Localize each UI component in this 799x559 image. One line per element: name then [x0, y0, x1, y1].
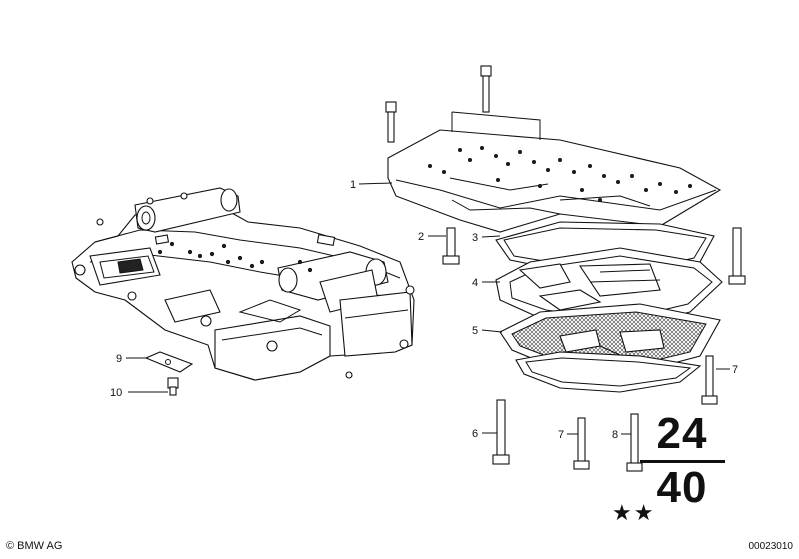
long-bolt-top[interactable] — [480, 65, 492, 113]
callout-9: 9 — [116, 353, 122, 365]
callout-8: 8 — [612, 429, 618, 441]
bolt-top-left[interactable] — [385, 101, 397, 143]
lower-gasket[interactable] — [515, 351, 702, 393]
group-number-divider — [640, 460, 725, 463]
callout-1: 1 — [350, 179, 356, 191]
callout-10: 10 — [110, 387, 122, 399]
valve-body-assembly[interactable] — [71, 187, 415, 381]
callout-3: 3 — [472, 232, 478, 244]
copyright-text: © BMW AG — [6, 540, 63, 552]
image-number: 00023010 — [748, 541, 794, 552]
bolt-part-10[interactable] — [167, 377, 179, 396]
bolt-part-6[interactable] — [492, 399, 510, 465]
star-rating-icon: ★★ — [612, 501, 656, 526]
callout-2: 2 — [418, 231, 424, 243]
callout-7-lower: 7 — [558, 429, 564, 441]
separator-plate-part-1[interactable] — [387, 111, 722, 233]
bolt-part-8[interactable] — [626, 413, 643, 472]
bolt-part-2[interactable] — [442, 227, 460, 265]
callout-4: 4 — [472, 277, 478, 289]
bolt-part-7-upper[interactable] — [701, 355, 718, 405]
filter-screen-part-5[interactable] — [499, 303, 721, 373]
group-number-top: 24 — [656, 409, 708, 458]
callout-7-upper: 7 — [732, 364, 738, 376]
long-bolt-right[interactable] — [728, 227, 746, 285]
callout-5: 5 — [472, 325, 478, 337]
leader-lines — [126, 182, 730, 435]
bolt-part-7-lower[interactable] — [573, 417, 590, 470]
cover-plate-part-9[interactable] — [144, 351, 194, 373]
group-number-bottom: 40 — [656, 463, 708, 512]
callout-6: 6 — [472, 428, 478, 440]
